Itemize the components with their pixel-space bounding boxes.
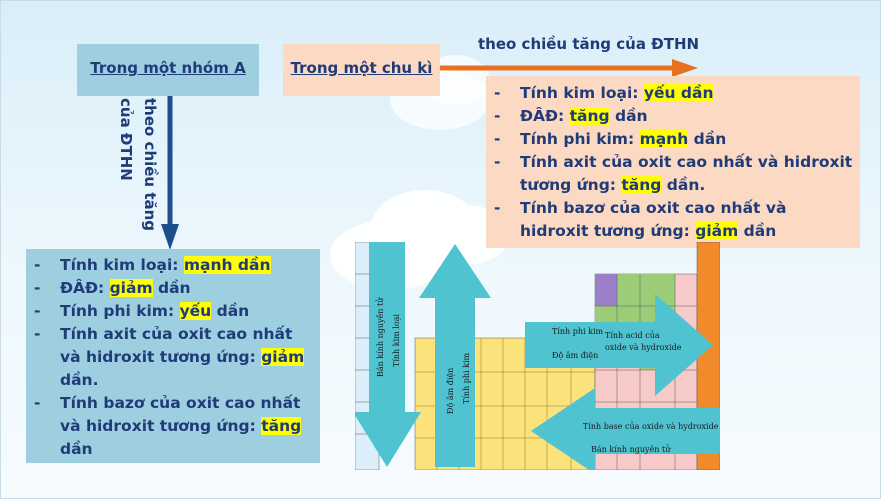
bullet-dash: -	[494, 153, 501, 171]
trend-text: Tính phi kim:	[520, 130, 640, 148]
trend-item: - Tính kim loại: yếu dần	[486, 82, 856, 105]
trend-highlight: giảm	[109, 279, 153, 297]
trend-item: - Tính bazơ của oxit cao nhất và hidroxit…	[26, 392, 316, 461]
left-arrow-label: Tính base của oxide và hydroxide	[583, 422, 719, 431]
bullet-dash: -	[34, 256, 41, 274]
group-trend-box: - Tính kim loại: mạnh dần - ĐÂĐ: giảm dần - T…	[26, 249, 320, 463]
trend-item: - Tính axit của oxit cao nhất và hidroxit…	[486, 151, 856, 197]
trend-highlight: mạnh dần	[183, 256, 271, 274]
trend-item: - ĐÂĐ: tăng dần	[486, 105, 856, 128]
trend-text: Tính kim loại:	[60, 256, 184, 274]
trend-item: - ĐÂĐ: giảm dần	[26, 277, 316, 300]
trend-text: Tính axit của oxit cao nhất và hidroxit …	[520, 153, 853, 194]
trend-suffix: dần.	[60, 371, 99, 389]
right-arrow-shape	[525, 294, 713, 396]
bullet-dash: -	[34, 279, 41, 297]
trend-item: - Tính axit của oxit cao nhất và hidroxit…	[26, 323, 316, 392]
down-arrow-label: Tính kim loại	[392, 314, 401, 367]
bullet-dash: -	[494, 84, 501, 102]
periodic-table-image: Bán kính nguyên tử Tính kim loại Độ âm đi…	[355, 242, 720, 470]
left-arrow-label: Bán kính nguyên tử	[591, 445, 671, 454]
bullet-dash: -	[494, 130, 501, 148]
trend-highlight: tăng	[569, 107, 610, 125]
trend-item: - Tính phi kim: mạnh dần	[486, 128, 856, 151]
trend-suffix: dần	[60, 440, 93, 458]
trend-text: Tính kim loại:	[520, 84, 644, 102]
right-arrow-label: Tính phi kim	[552, 327, 604, 336]
trend-highlight: giảm	[261, 348, 305, 366]
trend-text: Tính axit của oxit cao nhất và hidroxit …	[60, 325, 293, 366]
right-arrow-label: Độ âm điện	[552, 351, 598, 360]
group-trend-list: - Tính kim loại: mạnh dần - ĐÂĐ: giảm dần - T…	[26, 254, 316, 461]
group-arrow-label: theo chiều tăng của ĐTHN	[117, 98, 159, 232]
trend-suffix: dần	[688, 130, 727, 148]
up-arrow-label: Độ âm điện	[446, 368, 455, 414]
trend-suffix: dần.	[661, 176, 706, 194]
trend-text: ĐÂĐ:	[60, 279, 110, 297]
down-arrow-label: Bán kính nguyên tử	[376, 297, 385, 377]
trend-suffix: dần	[738, 222, 777, 240]
group-arrow	[161, 96, 179, 250]
period-trend-list: - Tính kim loại: yếu dần - ĐÂĐ: tăng dần - Tí…	[486, 82, 856, 243]
up-arrow-label: Tính phi kim	[462, 352, 471, 404]
trend-suffix: dần	[609, 107, 648, 125]
trend-highlight: yếu dần	[643, 84, 714, 102]
trend-text: Tính bazơ của oxit cao nhất và hidroxit …	[520, 199, 787, 240]
trend-item: - Tính phi kim: yếu dần	[26, 300, 316, 323]
trend-highlight: tăng	[261, 417, 302, 435]
up-arrow-shape	[419, 244, 491, 467]
bullet-dash: -	[34, 394, 41, 412]
trend-highlight: giảm	[695, 222, 739, 240]
trend-highlight: mạnh	[639, 130, 689, 148]
bullet-dash: -	[34, 325, 41, 343]
trend-suffix: dần	[152, 279, 191, 297]
trend-text: Tính bazơ của oxit cao nhất và hidroxit …	[60, 394, 301, 435]
bullet-dash: -	[494, 199, 501, 217]
trend-item: - Tính bazơ của oxit cao nhất và hidroxit…	[486, 197, 856, 243]
period-header-box: Trong một chu kì	[283, 44, 440, 96]
bullet-dash: -	[34, 302, 41, 320]
trend-highlight: yếu	[179, 302, 212, 320]
period-trend-box: - Tính kim loại: yếu dần - ĐÂĐ: tăng dần - Tí…	[486, 76, 860, 248]
period-arrow-label: theo chiều tăng của ĐTHN	[478, 35, 700, 53]
bullet-dash: -	[494, 107, 501, 125]
period-header-title: Trong một chu kì	[290, 59, 433, 77]
trend-text: ĐÂĐ:	[520, 107, 570, 125]
left-arrow-shape	[531, 388, 720, 470]
trend-suffix: dần	[211, 302, 250, 320]
group-header-box: Trong một nhóm A	[77, 44, 259, 96]
trend-text: Tính phi kim:	[60, 302, 180, 320]
down-arrow-shape	[355, 242, 421, 467]
group-header-title: Trong một nhóm A	[90, 59, 246, 77]
trend-item: - Tính kim loại: mạnh dần	[26, 254, 316, 277]
trend-highlight: tăng	[621, 176, 662, 194]
period-arrow	[440, 59, 698, 77]
